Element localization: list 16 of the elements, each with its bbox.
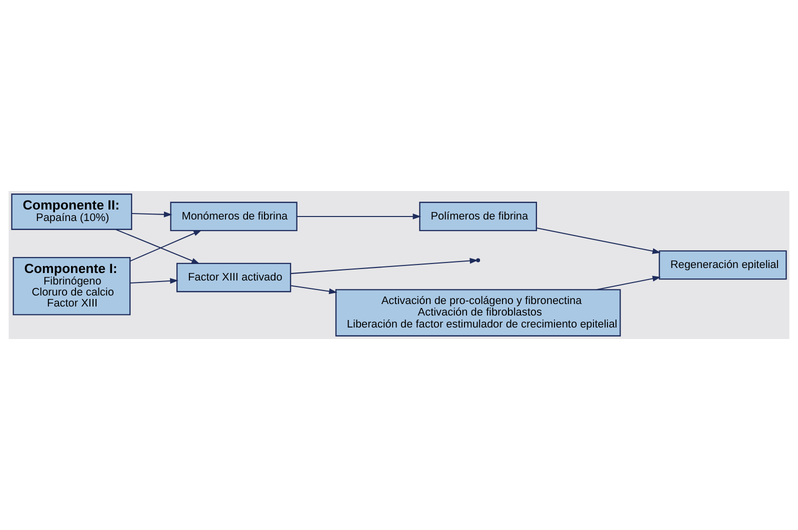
arrow <box>290 258 478 274</box>
node-box: Componente I: Fibrinógeno Cloruro de calcio Factor XIII <box>12 256 131 316</box>
node-box: Monómeros de fibrina <box>170 202 298 232</box>
node-box: Factor XIII activado <box>176 262 292 292</box>
arrow <box>132 212 172 218</box>
node-box: Componente II: Papaína (10%) <box>11 194 132 230</box>
arrow <box>130 230 202 262</box>
arrow <box>130 278 178 284</box>
node-box: Activación de pro-colágeno y fibronectina Activación de fibroblastos Liberación de factor estimulador de crecimiento epitelial <box>335 289 621 336</box>
arrow <box>596 276 661 290</box>
arrow <box>536 227 661 254</box>
node-box: Regeneración epitelial <box>658 250 787 280</box>
arrow <box>115 228 200 264</box>
arrow <box>297 214 422 220</box>
arrow <box>290 285 338 294</box>
node-box: Polímeros de fibrina <box>419 202 538 232</box>
